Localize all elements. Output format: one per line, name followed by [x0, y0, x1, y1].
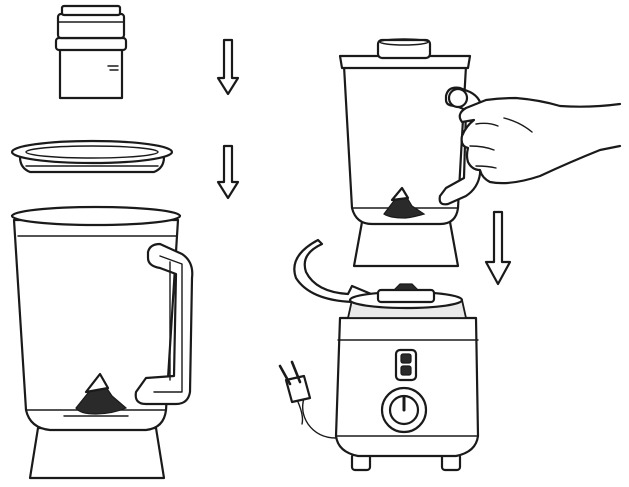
lid-icon: [10, 139, 174, 174]
motor-base-icon: [334, 283, 480, 472]
jar-icon: [10, 205, 194, 480]
blender-jar-with-hand-icon: [338, 38, 622, 268]
down-arrow-icon: [484, 210, 512, 286]
down-arrow-icon: [216, 38, 240, 96]
power-plug-icon: [278, 360, 337, 439]
down-arrow-icon: [216, 144, 240, 200]
measuring-cap-icon: [54, 4, 128, 100]
